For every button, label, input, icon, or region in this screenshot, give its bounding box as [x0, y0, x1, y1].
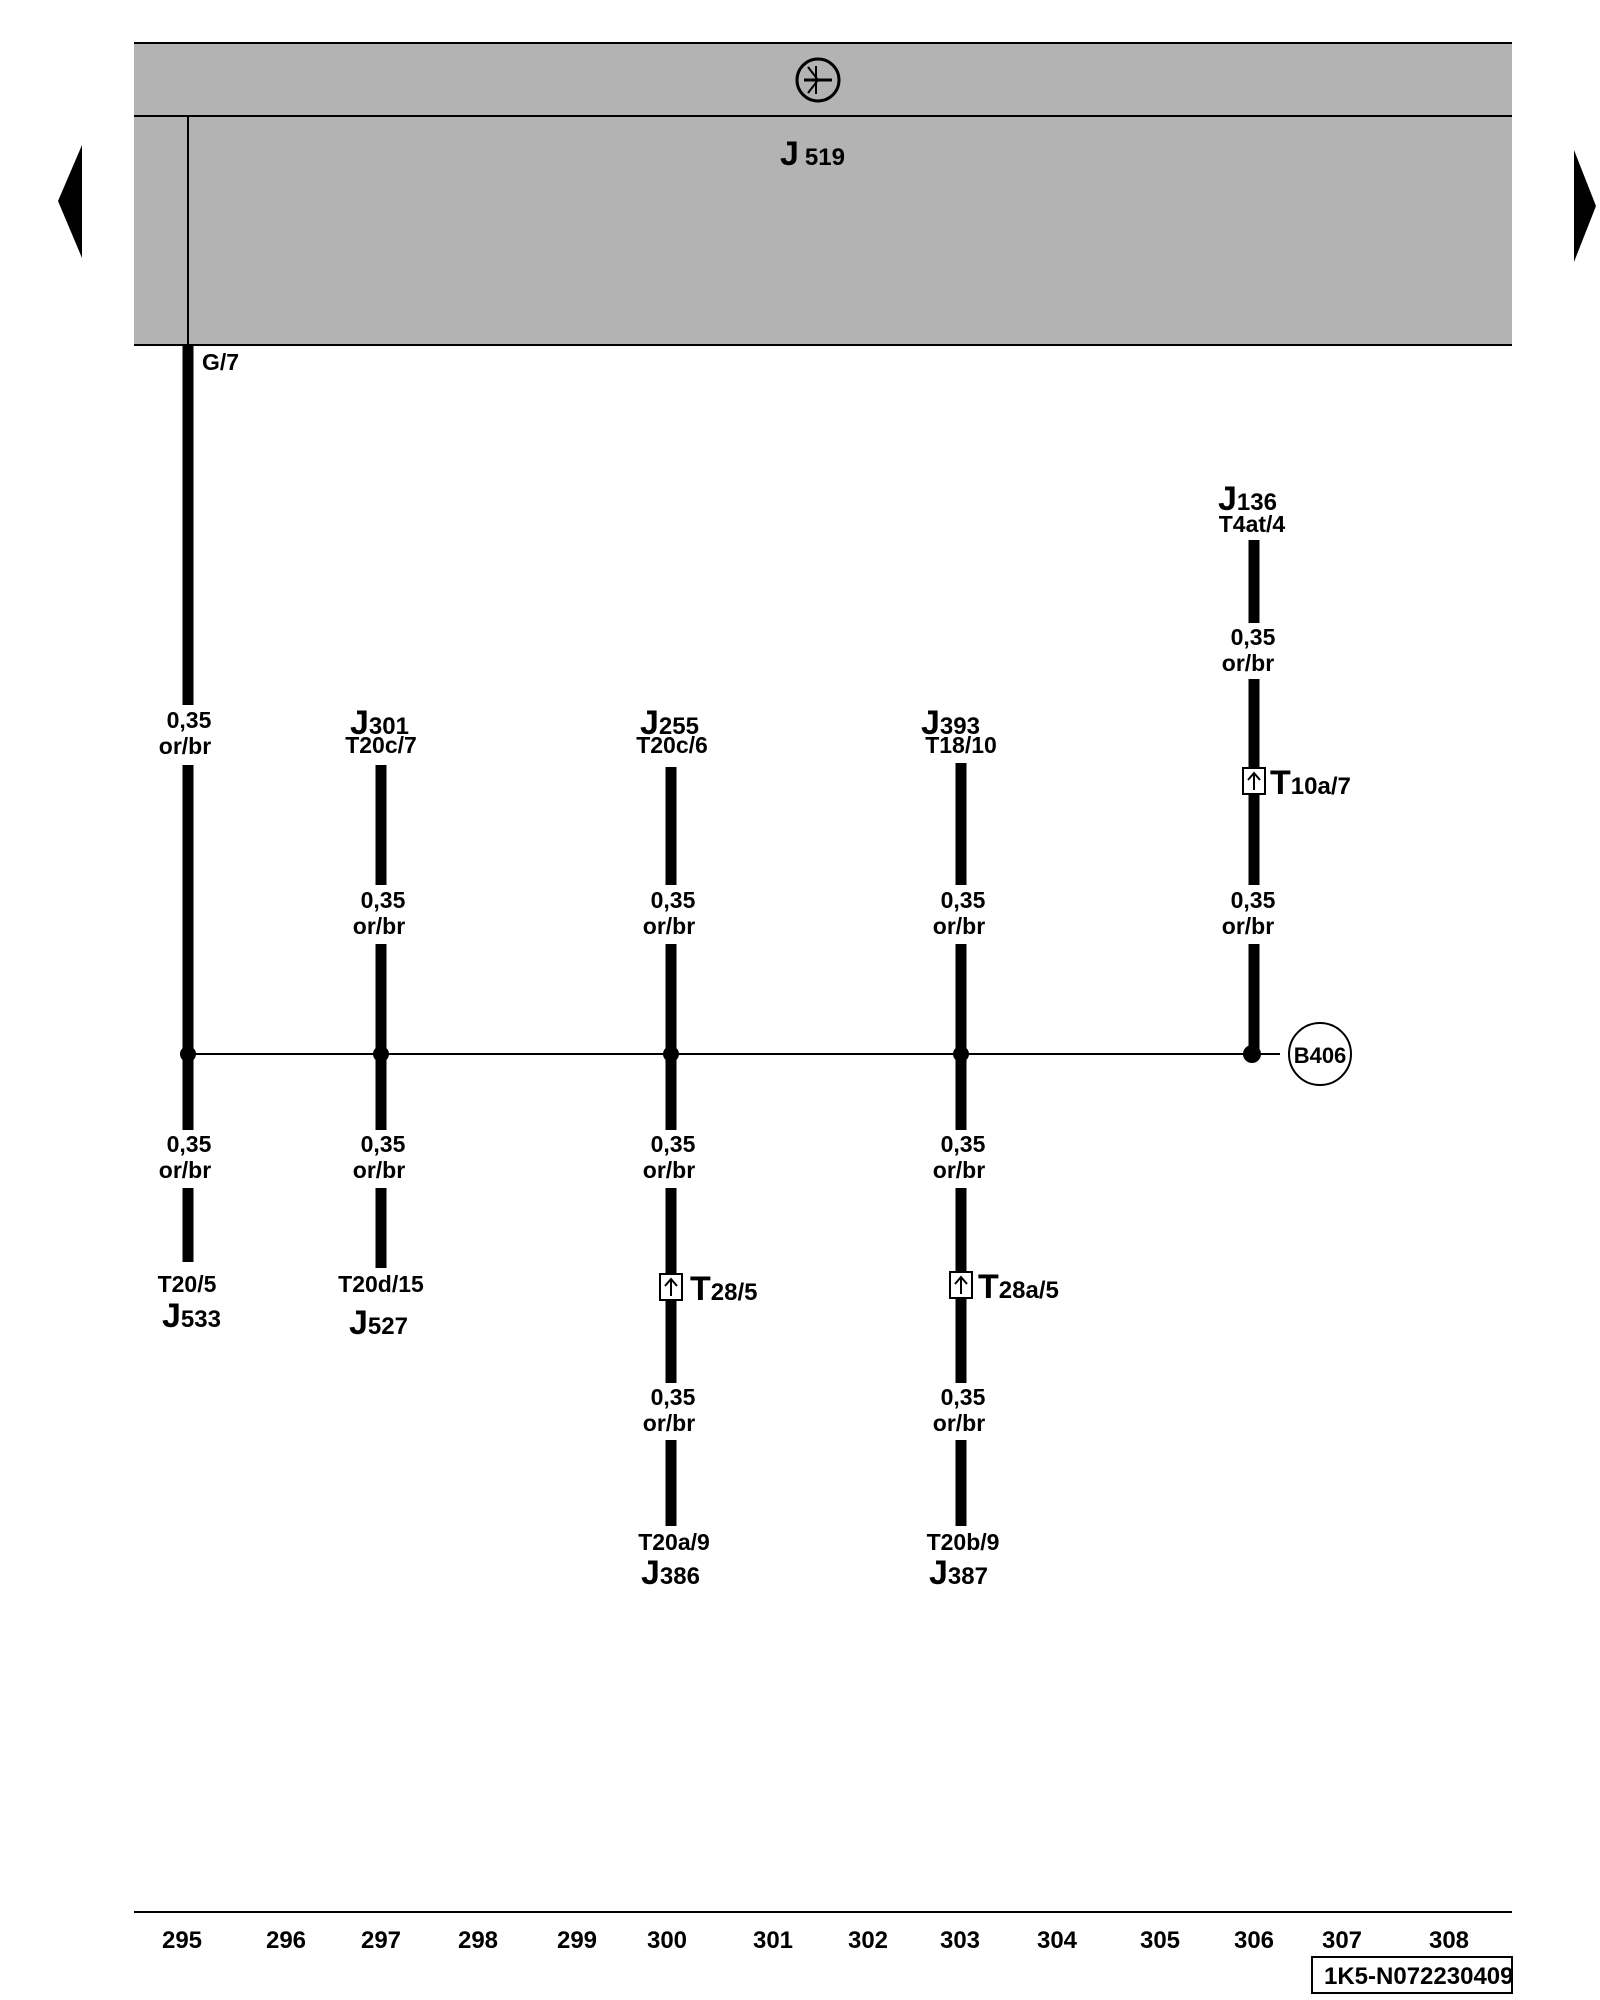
- wire-size-label: 0,35: [167, 1131, 212, 1157]
- pin-label: T4at/4: [1219, 511, 1286, 537]
- scale-number: 307: [1322, 1927, 1362, 1954]
- junction-dot: [373, 1046, 389, 1062]
- wire-color-label: or/br: [933, 1157, 985, 1183]
- wire-color-label: or/br: [159, 733, 211, 759]
- wire-color-label: or/br: [643, 1157, 695, 1183]
- junction-b406-circle: [1288, 1022, 1352, 1086]
- wire-size-label: 0,35: [651, 1131, 696, 1157]
- wire-size-label: 0,35: [1231, 887, 1276, 913]
- pin-label: T20c/6: [636, 732, 708, 758]
- junction-label: B406: [1294, 1043, 1347, 1068]
- control-module-j519: [134, 43, 1512, 345]
- source-pin-label: G/7: [202, 349, 239, 375]
- scale-numbers: 295 296 297 298 299 300 301 302 303 304 305 306 307 3…: [162, 1927, 1469, 1954]
- ground-star-symbol-icon: [795, 57, 841, 103]
- component-label-j387: J387: [929, 1554, 988, 1592]
- connector-label-t28: T28/5: [690, 1270, 758, 1308]
- pin-label: T20c/7: [345, 732, 417, 758]
- pin-label: T20d/15: [338, 1271, 424, 1297]
- wire-size-label: 0,35: [941, 1384, 986, 1410]
- junction-dot: [1243, 1045, 1261, 1063]
- scale-number: 305: [1140, 1927, 1180, 1954]
- wire-color-label: or/br: [353, 1157, 405, 1183]
- component-label-j393: J393: [921, 704, 980, 742]
- component-label-j255: J255: [640, 704, 699, 742]
- component-label-j533: J533: [162, 1297, 221, 1335]
- wire-size-label: 0,35: [651, 1384, 696, 1410]
- wire-size-label: 0,35: [651, 887, 696, 913]
- junction-dot: [953, 1046, 969, 1062]
- wire-size-label: 0,35: [167, 707, 212, 733]
- scale-number: 303: [940, 1927, 980, 1954]
- scale-number: 300: [647, 1927, 687, 1954]
- wire-size-label: 0,35: [941, 1131, 986, 1157]
- wire-color-label: or/br: [933, 1410, 985, 1436]
- junction-dot: [663, 1046, 679, 1062]
- wire-color-label: or/br: [643, 1410, 695, 1436]
- scale-number: 306: [1234, 1927, 1274, 1954]
- scale-number: 304: [1037, 1927, 1078, 1954]
- wire-color-label: or/br: [933, 913, 985, 939]
- pin-label: T20/5: [158, 1271, 217, 1297]
- wire-size-label: 0,35: [361, 1131, 406, 1157]
- scale-number: 301: [753, 1927, 793, 1954]
- wire-color-label: or/br: [1222, 913, 1274, 939]
- connector-icon: [659, 1273, 683, 1301]
- junction-dot: [180, 1046, 196, 1062]
- scale-number: 296: [266, 1927, 306, 1954]
- pin-label: T20b/9: [927, 1529, 1000, 1555]
- wire-color-label: or/br: [1222, 650, 1274, 676]
- triangle-left-icon[interactable]: [58, 145, 82, 258]
- diagram-code-box: [1311, 1956, 1513, 1994]
- connector-label-t28a: T28a/5: [978, 1268, 1059, 1306]
- wire-color-label: or/br: [159, 1157, 211, 1183]
- pin-label: T18/10: [925, 732, 997, 758]
- scale-number: 299: [557, 1927, 597, 1954]
- connector-icon: [949, 1271, 973, 1299]
- pin-label: T20a/9: [638, 1529, 710, 1555]
- connector-label-t10a: T10a/7: [1270, 764, 1351, 802]
- wire-color-label: or/br: [353, 913, 405, 939]
- connector-icon: [1242, 767, 1266, 795]
- scale-number: 295: [162, 1927, 202, 1954]
- diagram-code: 1K5-N072230409: [1324, 1963, 1513, 1990]
- scale-number: 298: [458, 1927, 498, 1954]
- wire-color-label: or/br: [643, 913, 695, 939]
- scale-number: 308: [1429, 1927, 1469, 1954]
- scale-number: 302: [848, 1927, 888, 1954]
- wire-size-label: 0,35: [1231, 624, 1276, 650]
- wire-size-label: 0,35: [941, 887, 986, 913]
- component-label-j527: J527: [349, 1304, 408, 1342]
- wire-size-label: 0,35: [361, 887, 406, 913]
- component-label-j136: J136: [1218, 480, 1277, 518]
- component-label-j301: J301: [350, 704, 409, 742]
- scale-number: 297: [361, 1927, 401, 1954]
- triangle-right-icon[interactable]: [1574, 150, 1596, 262]
- component-label-j386: J386: [641, 1554, 700, 1592]
